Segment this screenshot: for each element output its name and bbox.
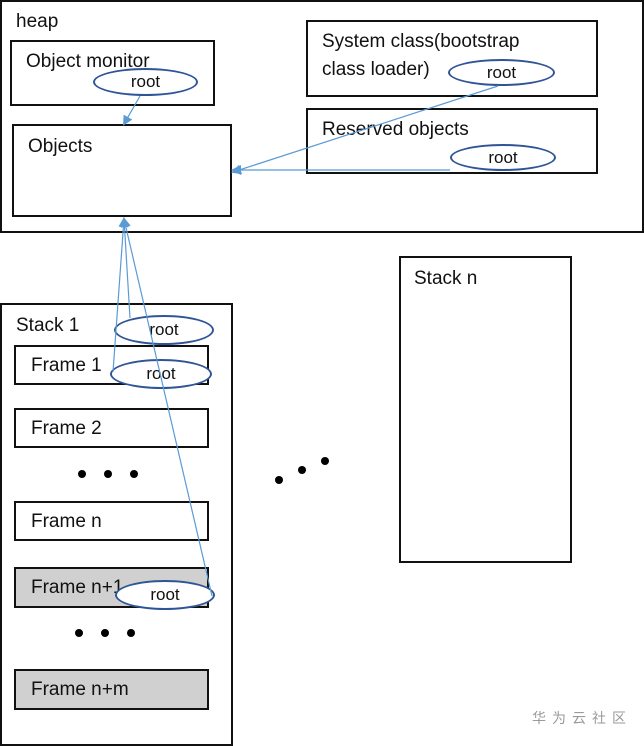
ellipsis-dot (298, 466, 306, 474)
object-monitor-root: root (93, 68, 198, 96)
ellipsis-dot (127, 629, 135, 637)
stack1-root: root (114, 315, 214, 345)
frame-1-label: Frame 1 (31, 355, 102, 376)
system-class-label-line2: class loader) (322, 59, 430, 80)
objects-label: Objects (28, 136, 93, 157)
reserved-objects-root: root (450, 144, 556, 171)
object-monitor-label: Object monitor (26, 51, 150, 72)
ellipsis-dot (130, 470, 138, 478)
ellipsis-dot (321, 457, 329, 465)
system-class-box (306, 20, 598, 97)
system-class-label-line1: System class(bootstrap (322, 31, 520, 52)
frame-n-plus-m-label: Frame n+m (31, 679, 129, 700)
heap-label: heap (16, 11, 59, 32)
frame-n-label: Frame n (31, 511, 102, 532)
ellipsis-dot (78, 470, 86, 478)
reserved-objects-label: Reserved objects (322, 119, 469, 140)
stack1-label: Stack 1 (16, 315, 80, 336)
ellipsis-dot (75, 629, 83, 637)
frame-1-root: root (110, 359, 212, 389)
system-class-root: root (448, 59, 555, 86)
frame-n-plus-1-root: root (115, 580, 215, 610)
ellipsis-dot (101, 629, 109, 637)
stackn-box (399, 256, 572, 563)
stackn-label: Stack n (414, 268, 478, 289)
ellipsis-dot (275, 476, 283, 484)
frame-2-label: Frame 2 (31, 418, 102, 439)
watermark: 华为云社区 (532, 710, 632, 726)
frame-n-plus-m-box (14, 669, 209, 710)
frame-n-plus-1-label: Frame n+1 (31, 577, 124, 598)
ellipsis-dot (104, 470, 112, 478)
